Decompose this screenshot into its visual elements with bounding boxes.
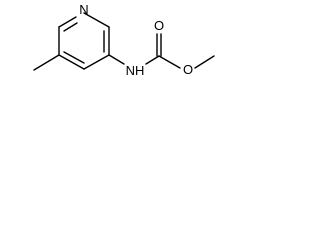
bond-ester-o-methyl bbox=[194, 55, 215, 69]
bond-c6-n1-inner bbox=[63, 22, 78, 32]
ring-nitrogen-label: N bbox=[79, 2, 88, 17]
bond-c6-n1 bbox=[58, 16, 77, 28]
bond-c4-c5-inner bbox=[63, 51, 85, 64]
amine-label: NH bbox=[126, 63, 145, 78]
ester-oxygen-label: O bbox=[183, 62, 193, 77]
bond-nh-carbonyl bbox=[145, 55, 160, 65]
bond-carbonyl-ester-o bbox=[158, 55, 181, 69]
molecule-structure: N O O NH bbox=[33, 2, 215, 78]
bond-c2-nh bbox=[108, 54, 125, 65]
bond-n1-c2 bbox=[83, 12, 110, 28]
bonds bbox=[33, 12, 215, 71]
carbonyl-oxygen-label: O bbox=[154, 18, 164, 33]
bond-c4-c5 bbox=[58, 54, 85, 70]
bond-c3-c4 bbox=[83, 54, 110, 70]
bond-c5-methyl bbox=[33, 54, 60, 71]
